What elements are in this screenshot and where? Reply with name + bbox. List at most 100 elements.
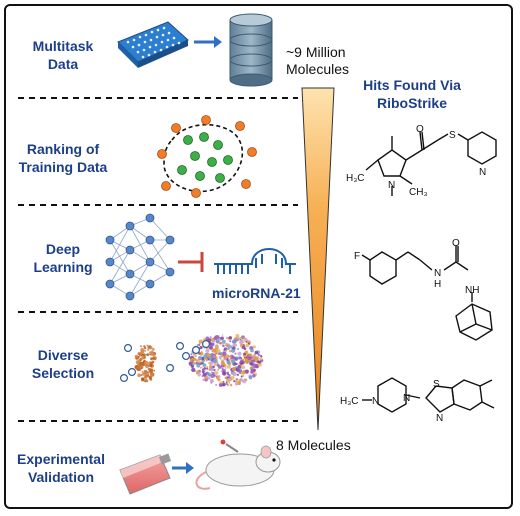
scatter-point: [197, 372, 201, 377]
scatter-point: [213, 375, 216, 378]
atom-label: S: [449, 130, 456, 141]
scatter-point: [245, 379, 248, 381]
molecule-2-structure: [361, 246, 493, 341]
scatter-point: [203, 367, 207, 370]
scatter-point: [193, 353, 197, 358]
scatter-point: [216, 349, 221, 353]
scatter-point: [202, 338, 205, 341]
scatter-point: [195, 359, 198, 362]
scatter-point: [205, 360, 208, 362]
scatter-point: [229, 355, 232, 359]
microrna-label-text: microRNA-21: [212, 285, 301, 301]
scatter-point: [199, 351, 204, 356]
scatter-point: [227, 373, 230, 376]
scatter-point: [213, 368, 216, 372]
scatter-point: [152, 348, 155, 351]
microplate-icon: [117, 21, 189, 68]
atom-label: O: [452, 238, 460, 249]
scatter-point: [221, 359, 224, 362]
scatter-point: [237, 367, 240, 370]
scatter-point: [198, 361, 201, 364]
scatter-point: [222, 344, 225, 348]
scatter-point: [257, 354, 260, 357]
hits-title: Hits Found Via RiboStrike: [352, 76, 472, 112]
selected-point: [192, 346, 201, 355]
scatter-point: [236, 378, 239, 381]
atom-label: NH: [465, 285, 480, 296]
scatter-point: [231, 359, 236, 364]
scatter-point: [201, 375, 204, 377]
scatter-point: [151, 352, 155, 357]
scatter-point: [222, 380, 225, 383]
selected-point: [166, 364, 175, 373]
scatter-point: [191, 367, 196, 372]
scatter-point: [206, 353, 211, 358]
scatter-point: [206, 366, 209, 369]
stage-label-line: Learning: [33, 259, 93, 275]
scatter-point: [201, 370, 205, 374]
scatter-point: [216, 344, 219, 347]
scatter-point: [254, 350, 258, 355]
scatter-point: [219, 383, 223, 387]
scatter-point: [208, 345, 213, 350]
scatter-point: [213, 336, 218, 341]
scatter-point: [147, 371, 149, 374]
database-icon: [229, 13, 273, 87]
hits-title-line: RiboStrike: [376, 95, 447, 111]
scatter-point: [143, 345, 146, 348]
scatter-point: [226, 383, 229, 385]
scatter-point: [149, 361, 152, 364]
scatter-point: [228, 382, 231, 384]
atom-label: F: [354, 251, 361, 262]
scatter-point: [140, 374, 143, 376]
atom-label: S: [433, 379, 440, 390]
scatter-point: [238, 380, 240, 382]
scatter-point: [229, 383, 233, 387]
scatter-point: [144, 350, 146, 352]
scatter-point: [152, 356, 157, 361]
scatter-point: [235, 333, 240, 338]
arrow-right-icon: [172, 462, 194, 474]
atom-label: N: [372, 396, 380, 407]
scatter-point: [254, 356, 258, 361]
scatter-point: [217, 375, 221, 378]
stage-label-line: Diverse: [37, 347, 89, 363]
scatter-point: [139, 351, 143, 355]
scatter-point: [239, 341, 243, 345]
scatter-point: [202, 363, 207, 367]
atom-label: H: [434, 279, 442, 290]
scatter-point: [237, 381, 241, 386]
scatter-point: [190, 353, 193, 356]
scatter-point: [247, 356, 252, 361]
scatter-point: [228, 336, 231, 340]
scatter-point: [257, 362, 262, 367]
scatter-point: [149, 351, 152, 354]
scatter-point: [220, 370, 223, 373]
scatter-point: [213, 356, 216, 359]
neural-network-icon: [105, 213, 175, 301]
scatter-point: [232, 372, 237, 377]
scatter-point: [199, 346, 203, 350]
scatter-point: [193, 361, 196, 365]
scatter-point: [141, 355, 145, 360]
scatter-point: [242, 371, 246, 375]
stage-label-line: Multitask: [32, 38, 94, 54]
scatter-point: [150, 373, 154, 377]
scatter-point: [226, 360, 228, 363]
funnel-shape: [301, 87, 335, 431]
selected-point: [123, 344, 132, 353]
scatter-point: [252, 345, 256, 349]
scatter-point: [212, 339, 216, 343]
scatter-point: [141, 370, 144, 373]
scatter-point: [231, 367, 236, 372]
scatter-point: [222, 371, 227, 376]
scatter-point: [244, 369, 249, 374]
ranking-cluster-icon: [157, 115, 257, 198]
scatter-point: [231, 355, 235, 360]
scatter-point: [235, 356, 239, 360]
scatter-point: [215, 384, 217, 386]
scatter-point: [134, 354, 139, 359]
scatter-point: [233, 380, 236, 383]
scatter-point: [210, 373, 215, 378]
